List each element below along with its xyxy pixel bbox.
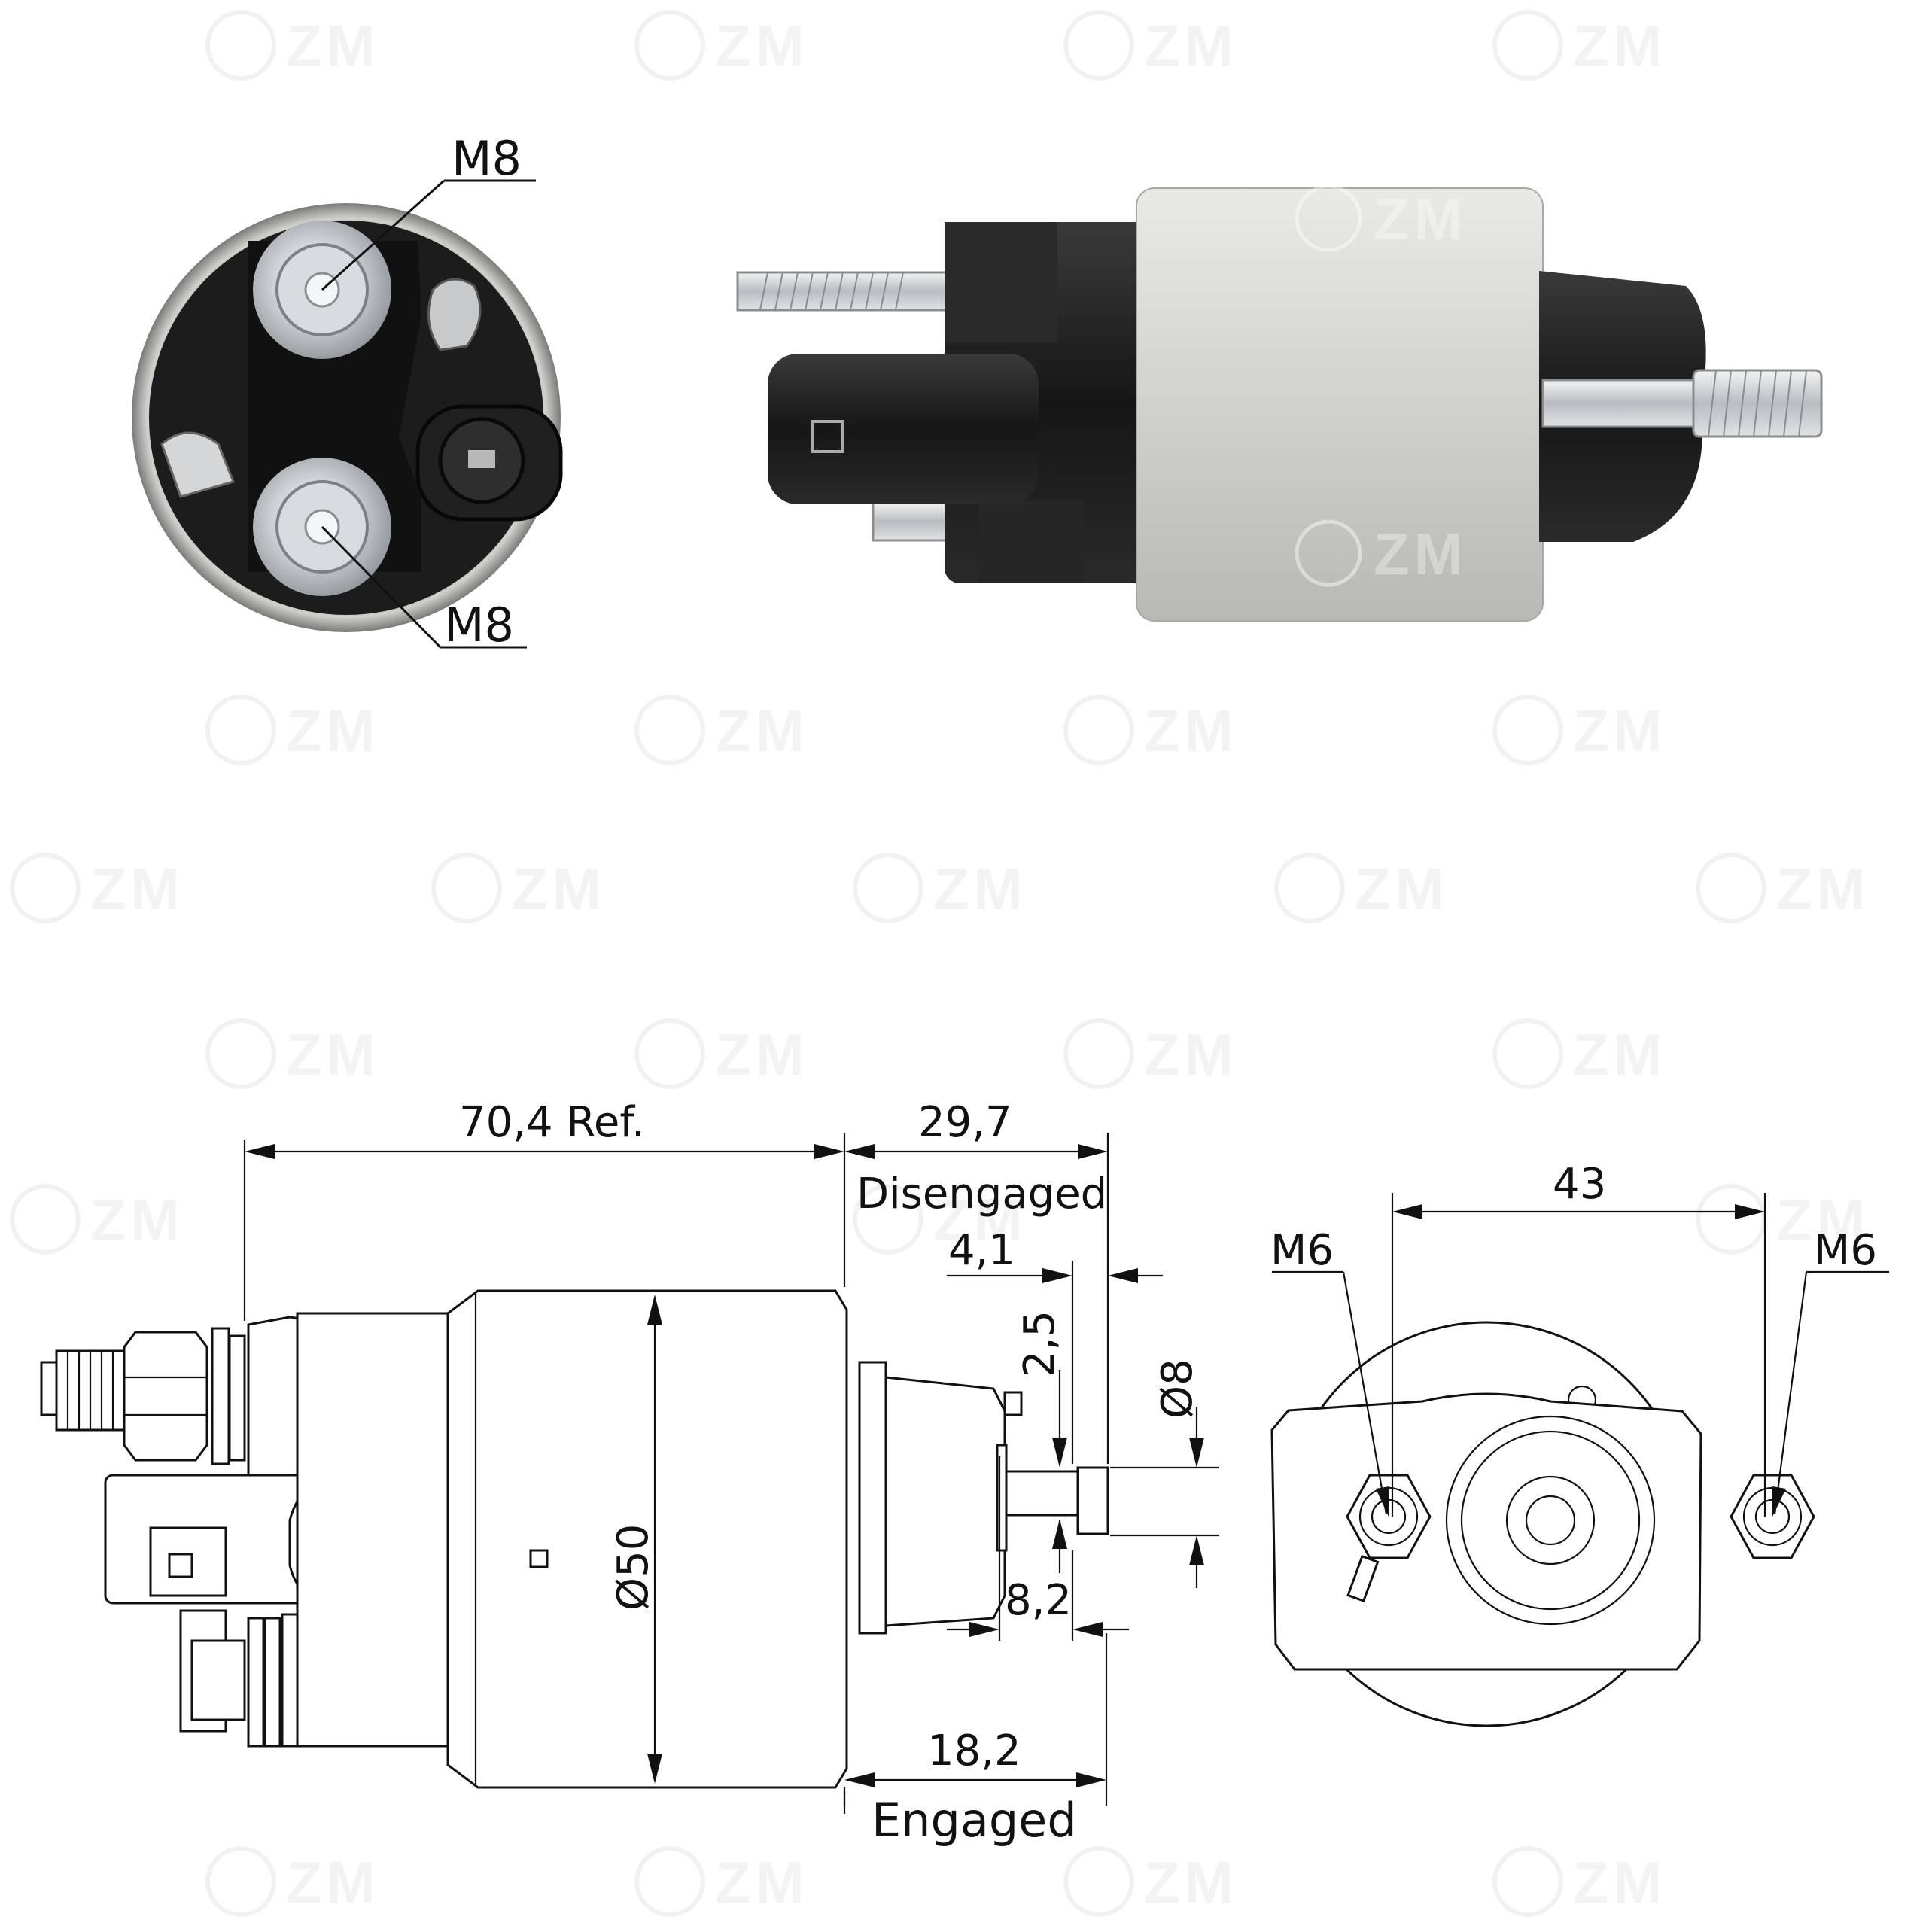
photo-side-view: ZM ZM <box>736 184 1823 622</box>
dimension-drawing-end: 43 M6 M6 <box>1270 1160 1889 1727</box>
svg-text:ZM: ZM <box>715 1021 809 1088</box>
plunger-diameter-label: Ø8 <box>1153 1358 1202 1419</box>
watermark-row-4: ZM ZM ZM ZM ZM <box>10 853 1870 923</box>
watermark-row-3: ZM ZM ZM ZM <box>205 695 1667 765</box>
disengaged-length-label: 29,7 <box>918 1098 1012 1147</box>
svg-text:ZM: ZM <box>90 1187 184 1253</box>
svg-text:ZM: ZM <box>512 856 606 922</box>
svg-text:ZM: ZM <box>1144 13 1238 79</box>
svg-text:ZM: ZM <box>933 1187 1027 1253</box>
svg-text:ZM: ZM <box>286 698 380 764</box>
svg-text:ZM: ZM <box>1144 698 1238 764</box>
watermark-row-8: ZM ZM ZM ZM <box>205 1846 1667 1917</box>
svg-text:ZM: ZM <box>1573 13 1667 79</box>
watermark-row-5: ZM ZM ZM ZM <box>205 1018 1667 1089</box>
engaged-caption: Engaged <box>872 1793 1077 1848</box>
svg-text:ZM: ZM <box>286 13 380 79</box>
svg-text:ZM: ZM <box>1144 1849 1238 1915</box>
overall-length-label: 70,4 Ref. <box>459 1098 645 1147</box>
left-thread-label: M6 <box>1270 1226 1334 1275</box>
plunger-gap-label: 2,5 <box>1015 1310 1064 1377</box>
plunger-offset-label: 8,2 <box>1005 1576 1072 1625</box>
svg-text:ZM: ZM <box>1355 856 1449 922</box>
bottom-thread-label: M8 <box>444 598 514 653</box>
right-thread-label: M6 <box>1814 1226 1877 1275</box>
svg-text:ZM: ZM <box>1776 1187 1870 1253</box>
watermark-row-1: ZM ZM ZM ZM <box>205 10 1667 81</box>
svg-text:ZM: ZM <box>1374 186 1468 252</box>
engaged-length-label: 18,2 <box>927 1727 1021 1775</box>
svg-text:ZM: ZM <box>715 1849 809 1915</box>
svg-text:ZM: ZM <box>1776 856 1870 922</box>
disengaged-caption: Disengaged <box>856 1170 1107 1219</box>
body-diameter-label: Ø50 <box>609 1524 658 1611</box>
mount-spacing-label: 43 <box>1553 1160 1606 1209</box>
dimension-drawing-side: 70,4 Ref. 29,7 Disengaged 4,1 2,5 Ø8 Ø50 <box>40 1098 1219 1848</box>
watermark-row-6: ZM ZM ZM <box>10 1184 1870 1255</box>
svg-text:ZM: ZM <box>715 698 809 764</box>
svg-text:ZM: ZM <box>1144 1021 1238 1088</box>
photo-end-view: M8 M8 <box>132 131 563 653</box>
svg-text:ZM: ZM <box>1573 1849 1667 1915</box>
svg-text:ZM: ZM <box>286 1021 380 1088</box>
svg-text:ZM: ZM <box>286 1849 380 1915</box>
svg-text:ZM: ZM <box>1573 1021 1667 1088</box>
svg-text:ZM: ZM <box>715 13 809 79</box>
watermark-layer: ZM ZM ZM ZM ZM ZM ZM ZM ZM ZM ZM ZM ZM Z… <box>10 10 1870 1917</box>
svg-text:ZM: ZM <box>1374 521 1468 587</box>
svg-text:ZM: ZM <box>90 856 184 922</box>
connector-plug <box>415 404 563 522</box>
svg-text:ZM: ZM <box>1573 698 1667 764</box>
top-thread-label: M8 <box>452 131 522 186</box>
svg-text:ZM: ZM <box>933 856 1027 922</box>
plunger-stroke-label: 4,1 <box>948 1226 1015 1275</box>
